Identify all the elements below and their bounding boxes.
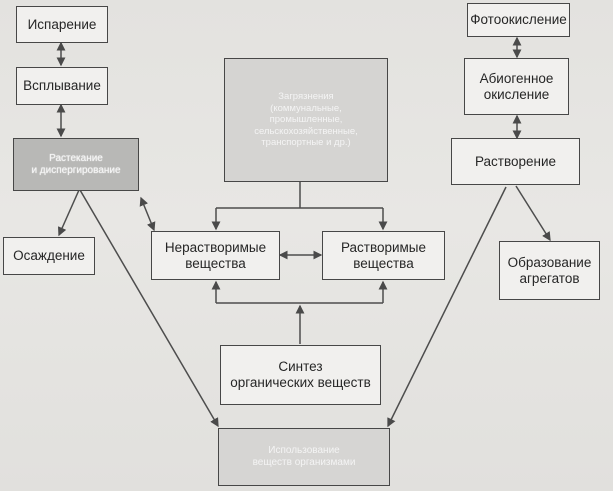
abiogenic-oxidation-node: Абиогенное окисление bbox=[464, 58, 569, 115]
sedimentation-node: Осаждение bbox=[3, 237, 95, 275]
organic-synthesis-node: Синтез органических веществ bbox=[220, 345, 381, 405]
organism-utilization-node: Использование веществ организмами bbox=[218, 428, 390, 486]
insoluble-substances-node: Нерастворимые вещества bbox=[151, 231, 280, 280]
soluble-substances-label: Растворимые вещества bbox=[340, 239, 427, 271]
evaporation-node: Испарение bbox=[16, 6, 108, 43]
abiogenic-oxidation-label: Абиогенное окисление bbox=[479, 70, 554, 102]
sedimentation-label: Осаждение bbox=[13, 248, 85, 264]
dissolution-utilization-connector bbox=[387, 186, 507, 428]
dispersion-node: Растекание и диспергирование bbox=[13, 138, 139, 191]
dispersion-sedimentation-connector bbox=[57, 189, 80, 237]
photooxidation-node: Фотоокисление bbox=[467, 3, 570, 37]
organism-utilization-label: Использование веществ организмами bbox=[252, 445, 356, 468]
evaporation-label: Испарение bbox=[27, 16, 97, 32]
dispersion-label: Растекание и диспергирование bbox=[31, 152, 121, 176]
dispersion-insoluble-connector bbox=[139, 196, 156, 232]
aggregate-formation-node: Образование агрегатов bbox=[499, 241, 600, 300]
dissolution-aggregates-connector bbox=[515, 185, 551, 242]
dissolution-node: Растворение bbox=[451, 138, 580, 185]
soluble-substances-node: Растворимые вещества bbox=[322, 231, 445, 280]
pollution-sources-node: Загрязнения (коммунальные, промышленные,… bbox=[224, 58, 388, 182]
dispersion-utilization-connector bbox=[79, 189, 219, 428]
surfacing-node: Всплывание bbox=[16, 67, 108, 105]
insoluble-substances-label: Нерастворимые вещества bbox=[164, 239, 267, 271]
organic-synthesis-label: Синтез органических веществ bbox=[230, 359, 371, 390]
source-branch-line bbox=[216, 182, 383, 209]
dissolution-label: Растворение bbox=[474, 153, 557, 169]
pollution-sources-label: Загрязнения (коммунальные, промышленные,… bbox=[254, 91, 358, 149]
surfacing-label: Всплывание bbox=[23, 78, 101, 94]
photooxidation-label: Фотоокисление bbox=[470, 12, 567, 28]
aggregate-formation-label: Образование агрегатов bbox=[507, 254, 592, 286]
